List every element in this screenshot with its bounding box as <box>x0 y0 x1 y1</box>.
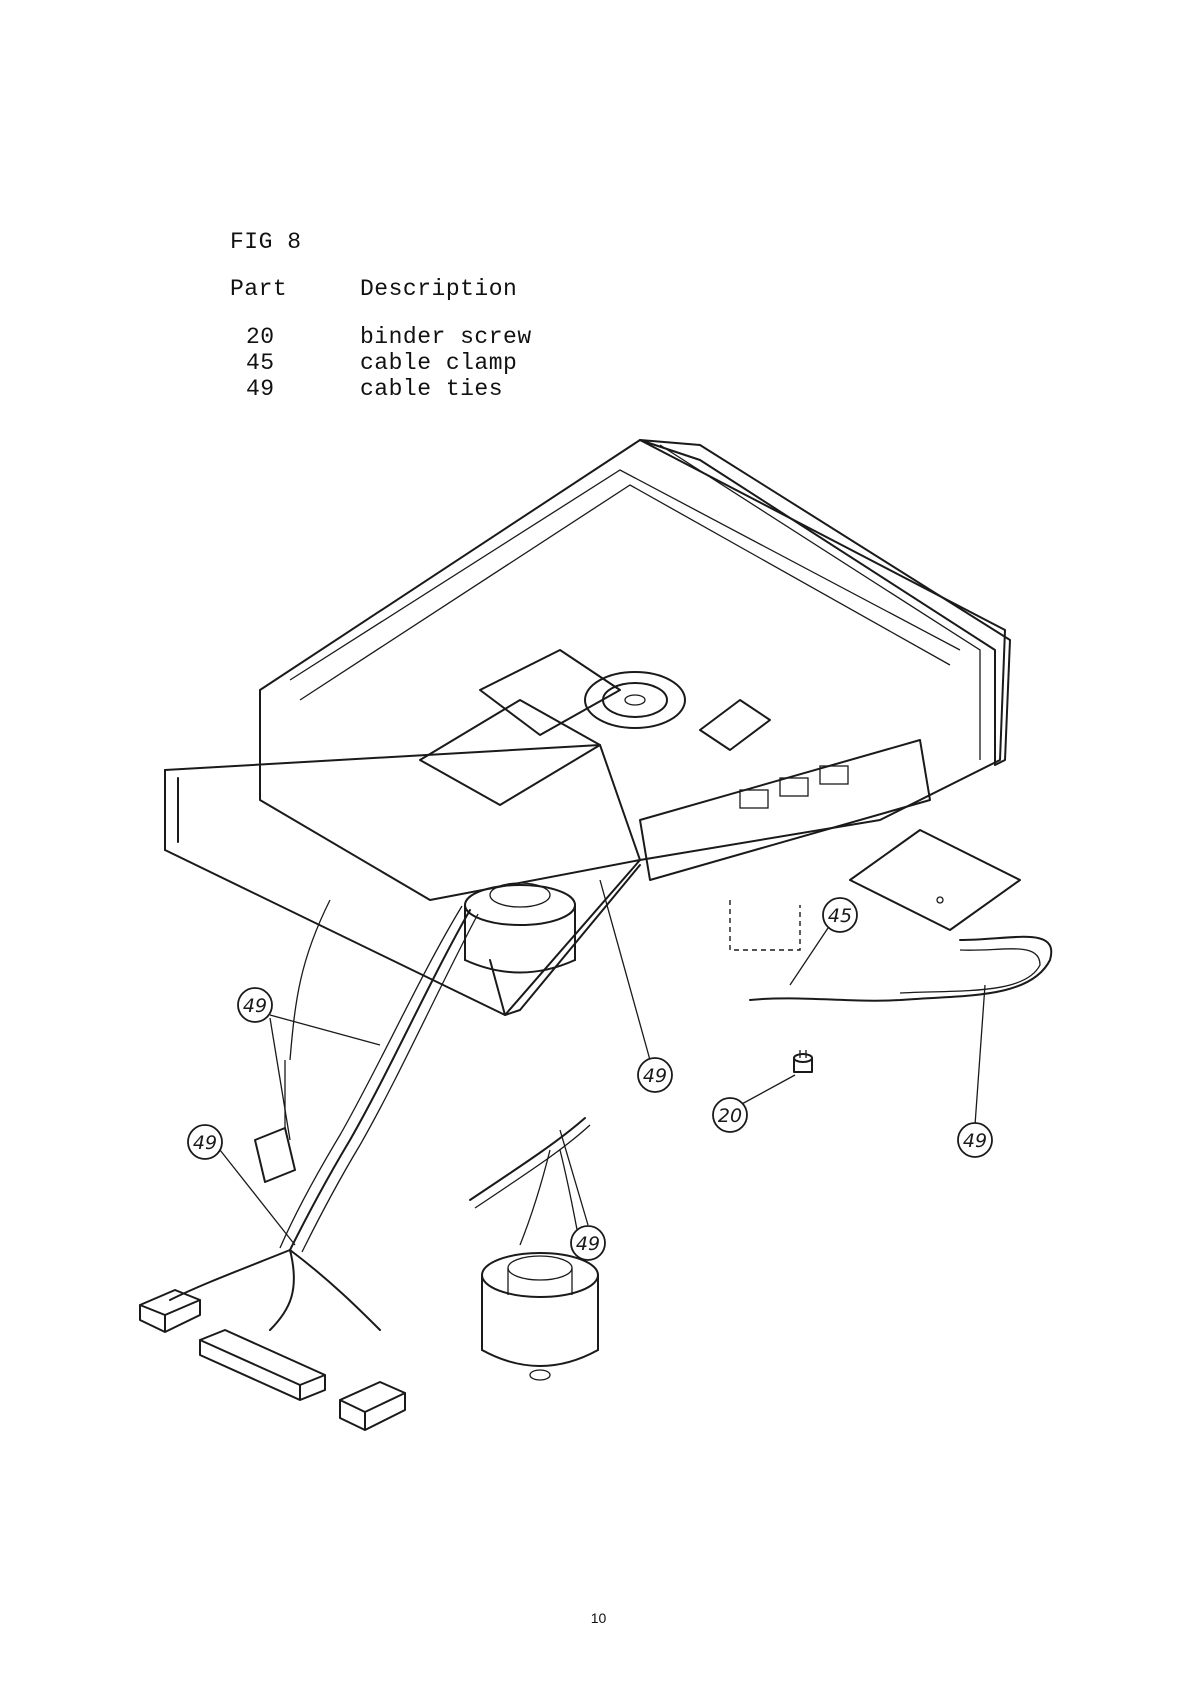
svg-text:49: 49 <box>243 995 267 1017</box>
callout-20: 20 <box>713 1098 747 1132</box>
callout-49-right: 49 <box>958 1123 992 1157</box>
spindle-motor <box>482 1253 598 1380</box>
svg-text:49: 49 <box>193 1132 217 1154</box>
svg-text:49: 49 <box>576 1233 600 1255</box>
callout-49-left-lower: 49 <box>188 1125 222 1159</box>
connectors <box>140 1060 405 1430</box>
drive-chassis <box>165 440 1020 1015</box>
cable-harnesses <box>170 900 1051 1330</box>
callout-49-left-upper: 49 <box>238 988 272 1022</box>
svg-text:49: 49 <box>963 1130 987 1152</box>
callout-45: 45 <box>823 898 857 932</box>
binder-screw <box>794 1050 812 1072</box>
svg-text:49: 49 <box>643 1065 667 1087</box>
page-number: 10 <box>0 1610 1197 1626</box>
callout-49-motor: 49 <box>571 1226 605 1260</box>
svg-text:20: 20 <box>718 1105 742 1127</box>
callout-49-center: 49 <box>638 1058 672 1092</box>
svg-text:45: 45 <box>828 905 852 927</box>
